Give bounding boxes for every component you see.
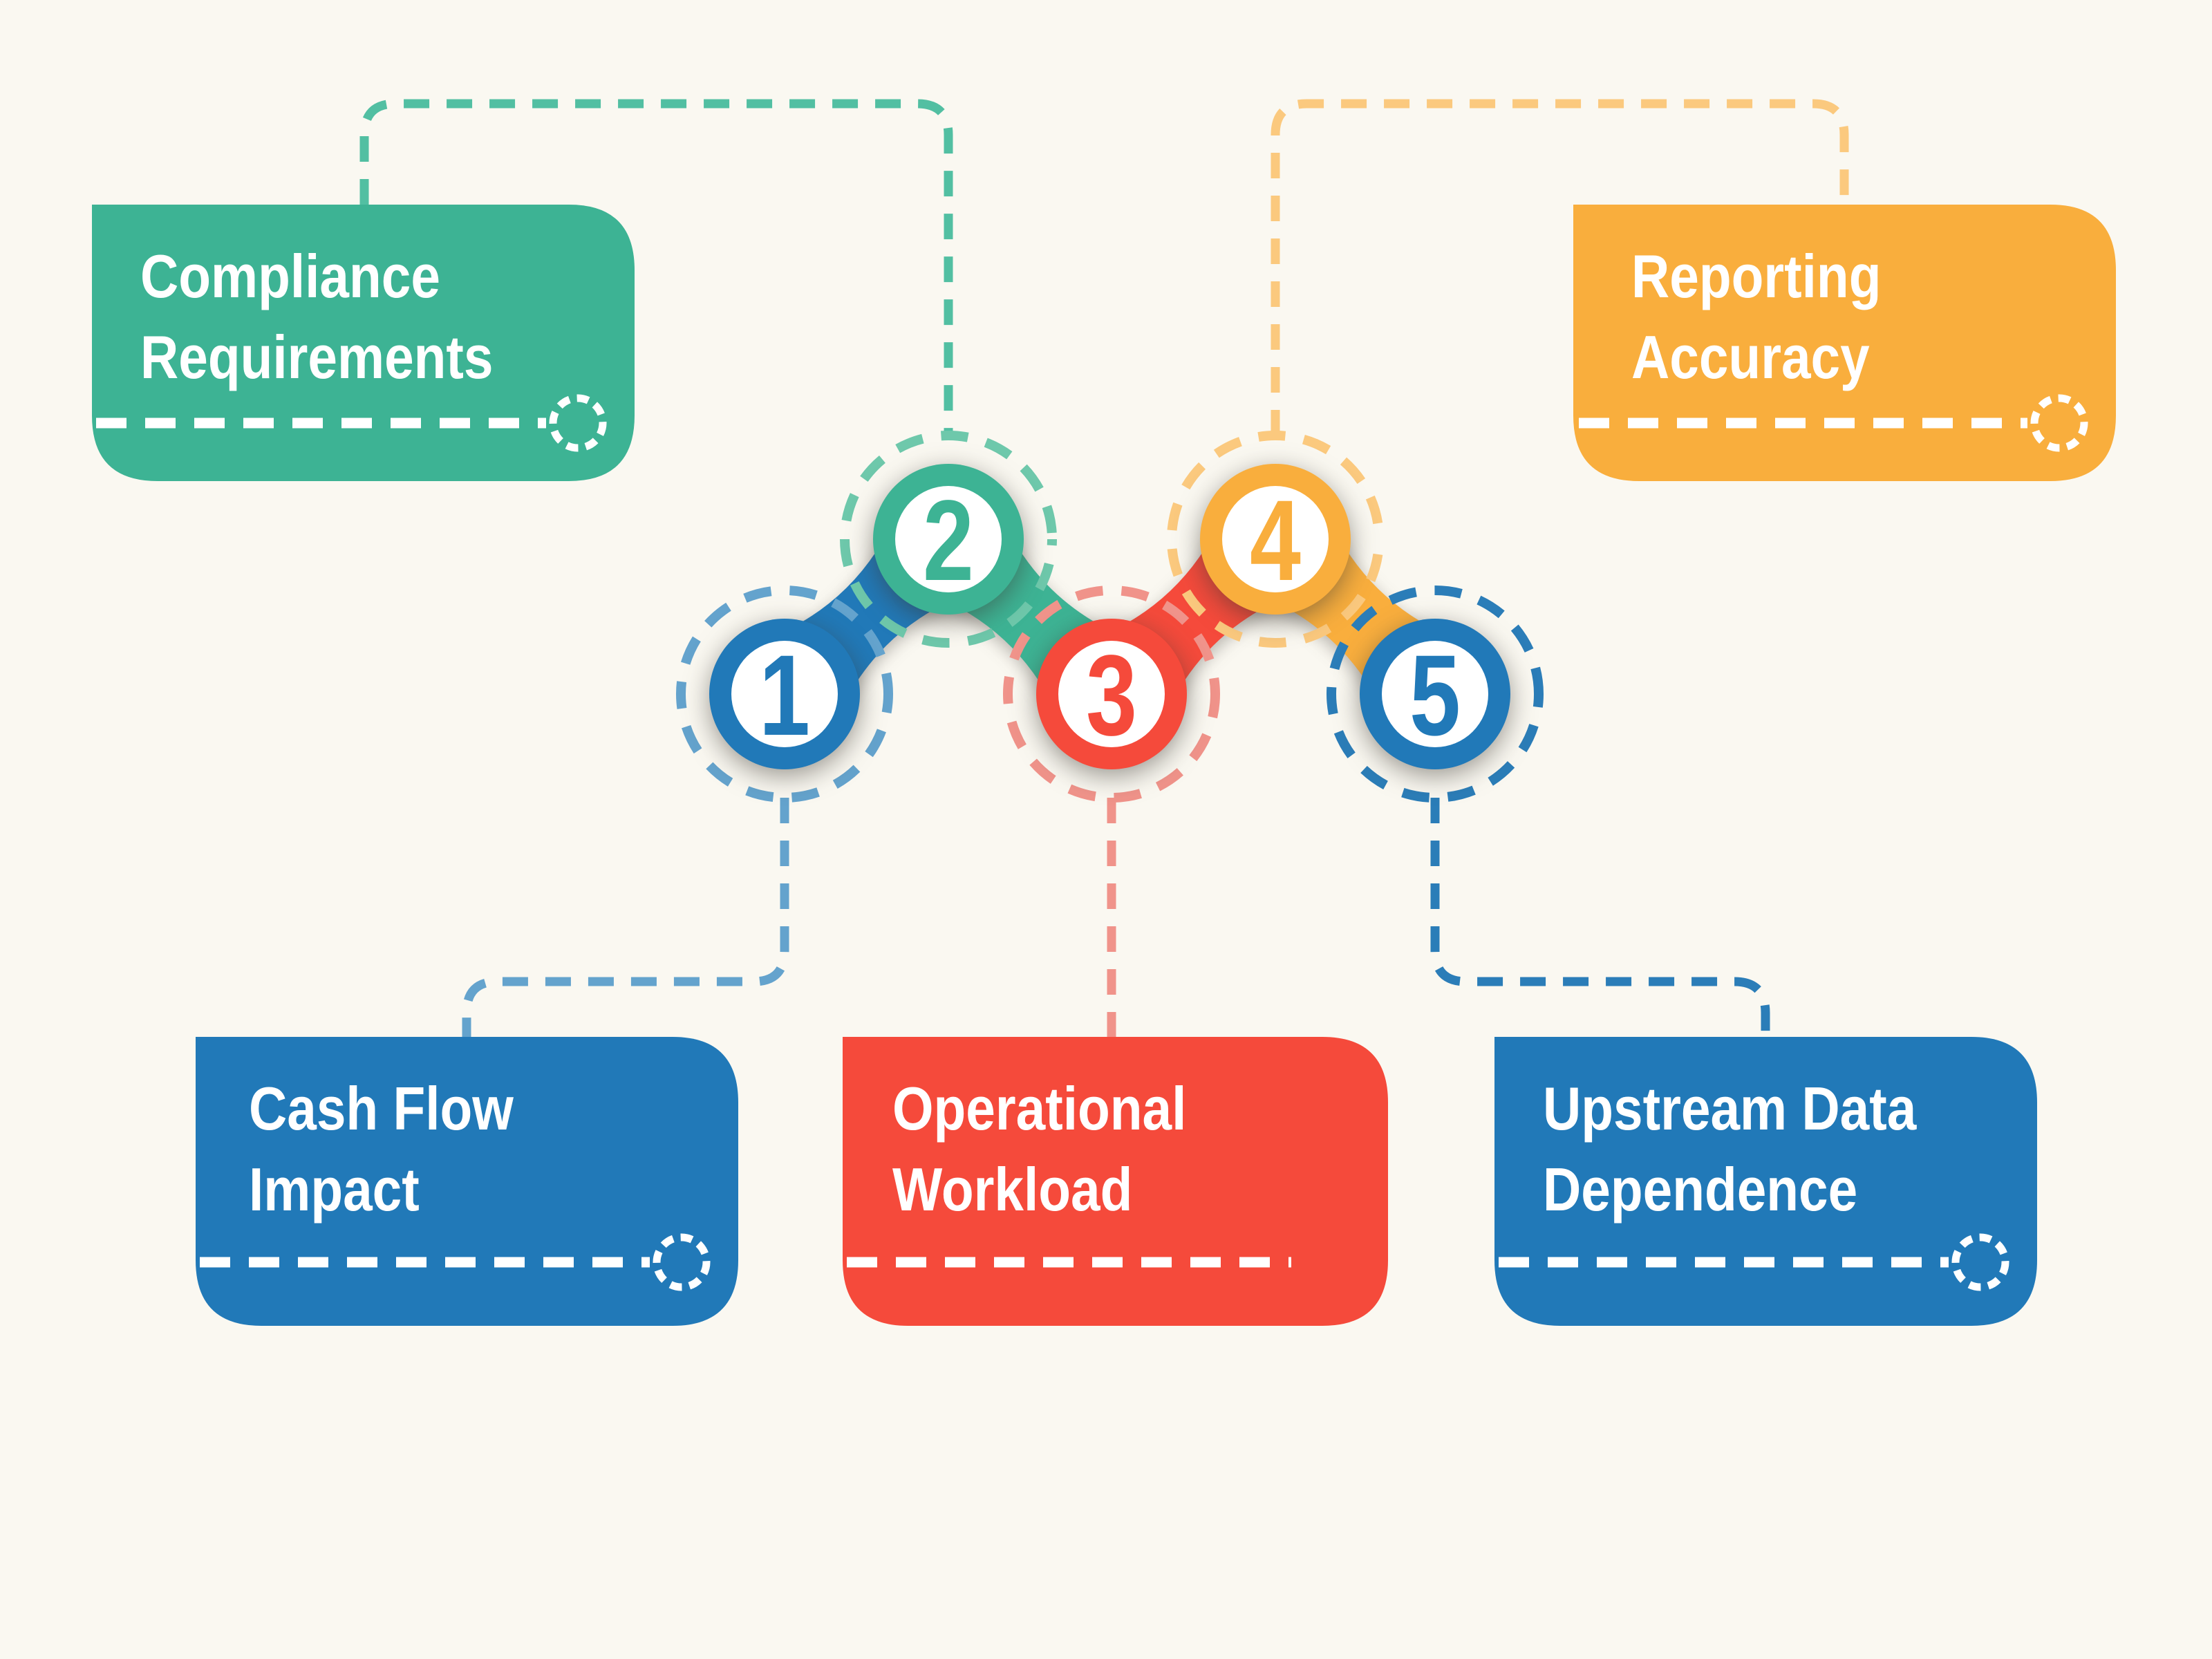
halo-ring-step4: [1167, 431, 1384, 648]
step-number-1-text: 1: [759, 631, 810, 760]
box-reporting-shape: [1573, 205, 2116, 481]
box-reporting-label: Reporting Accuracy: [1631, 243, 1896, 391]
connector-step1-cashflow: [462, 798, 789, 1037]
step-number-group: 1 2 3 4 5: [759, 476, 1461, 760]
box-reporting-text: Reporting Accuracy: [1631, 243, 1896, 391]
step-circle-2: [873, 464, 1024, 615]
box-compliance-text: Compliance Requirements: [140, 243, 493, 391]
box-compliance: Compliance Requirements: [92, 205, 635, 481]
step-circle-3-center: [1058, 641, 1165, 747]
step-number-2-text: 2: [923, 476, 974, 605]
halo-ring-step1: [676, 585, 893, 803]
halo-ring-step3: [1003, 585, 1220, 803]
box-cash-flow: Cash Flow Impact: [196, 1037, 738, 1326]
box-compliance-dash-circle: [549, 394, 607, 452]
box-cash-flow-line1: Cash Flow: [249, 1075, 514, 1143]
box-operational-text: Operational Workload: [892, 1075, 1201, 1224]
step-circle-5: [1360, 619, 1510, 769]
box-cash-flow-dash-circle: [653, 1233, 711, 1291]
step-circle-5-center: [1382, 641, 1488, 747]
box-compliance-line1: Compliance: [140, 243, 440, 310]
box-operational-shape: [843, 1037, 1388, 1326]
box-upstream-text: Upstream Data Dependence: [1543, 1075, 1931, 1224]
step-number-3: 3: [1086, 631, 1137, 760]
halo-ring-step2: [840, 431, 1057, 648]
box-compliance-shape: [92, 205, 635, 481]
step-number-3-text: 3: [1086, 631, 1137, 760]
box-operational: Operational Workload: [843, 1037, 1388, 1326]
box-upstream-line2: Dependence: [1543, 1156, 1857, 1224]
step-number-5: 5: [1409, 631, 1461, 760]
box-cash-flow-label: Cash Flow Impact: [249, 1075, 528, 1224]
step-number-5-text: 5: [1409, 631, 1461, 760]
step-circle-group: [709, 464, 1510, 769]
box-reporting-dash-circle: [2030, 394, 2088, 452]
step-circle-1-center: [731, 641, 838, 747]
step-number-1: 1: [759, 631, 810, 760]
box-compliance-label: Compliance Requirements: [140, 243, 493, 391]
step-circle-4: [1200, 464, 1351, 615]
box-operational-line2: Workload: [892, 1156, 1132, 1224]
halo-ring-group: [676, 431, 1544, 803]
box-cash-flow-line2: Impact: [249, 1156, 420, 1224]
box-upstream: Upstream Data Dependence: [1494, 1037, 2037, 1326]
box-upstream-shape: [1494, 1037, 2037, 1326]
step-circle-2-center: [895, 486, 1002, 592]
box-reporting-line2: Accuracy: [1631, 324, 1870, 391]
step-circle-1: [709, 619, 860, 769]
box-upstream-label: Upstream Data Dependence: [1543, 1075, 1931, 1224]
box-upstream-line1: Upstream Data: [1543, 1075, 1917, 1143]
connector-step4-reporting: [1271, 99, 1849, 435]
step-number-4: 4: [1250, 476, 1301, 605]
box-operational-line1: Operational: [892, 1075, 1186, 1143]
step-number-4-text: 4: [1250, 476, 1301, 605]
step-circle-3: [1036, 619, 1187, 769]
step-circle-4-center: [1222, 486, 1329, 592]
connector-group: [359, 99, 1849, 1037]
step-number-2: 2: [923, 476, 974, 605]
box-compliance-line2: Requirements: [140, 324, 493, 391]
box-reporting: Reporting Accuracy: [1573, 205, 2116, 481]
halo-ring-step5: [1327, 585, 1544, 803]
box-reporting-line1: Reporting: [1631, 243, 1881, 310]
box-cash-flow-text: Cash Flow Impact: [249, 1075, 528, 1224]
box-upstream-dash-circle: [1951, 1233, 2009, 1291]
box-operational-label: Operational Workload: [892, 1075, 1201, 1224]
box-cash-flow-shape: [196, 1037, 738, 1326]
